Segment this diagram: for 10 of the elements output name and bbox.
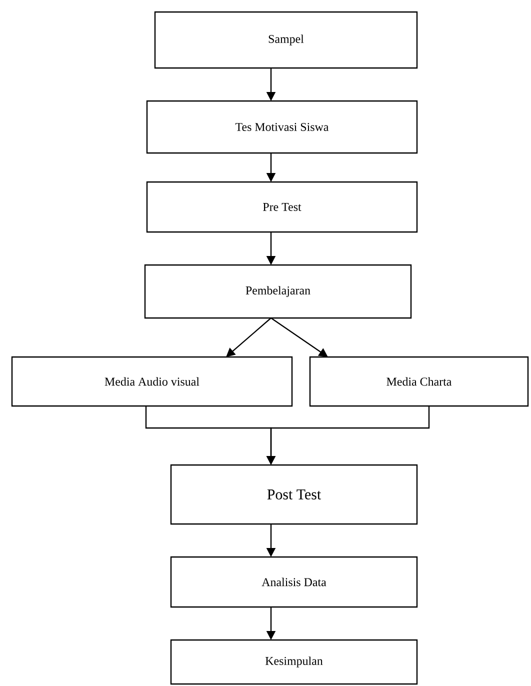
process-box: Sampel — [154, 11, 418, 69]
process-box: Media Charta — [309, 356, 529, 407]
process-box: Post Test — [170, 464, 418, 525]
process-box: Kesimpulan — [170, 639, 418, 685]
process-box: Pembelajaran — [144, 264, 412, 319]
process-box: Media Audio visual — [11, 356, 293, 407]
process-box: Tes Motivasi Siswa — [146, 100, 418, 154]
process-box: Analisis Data — [170, 556, 418, 608]
arrow — [226, 318, 272, 357]
process-box: Pre Test — [146, 181, 418, 233]
